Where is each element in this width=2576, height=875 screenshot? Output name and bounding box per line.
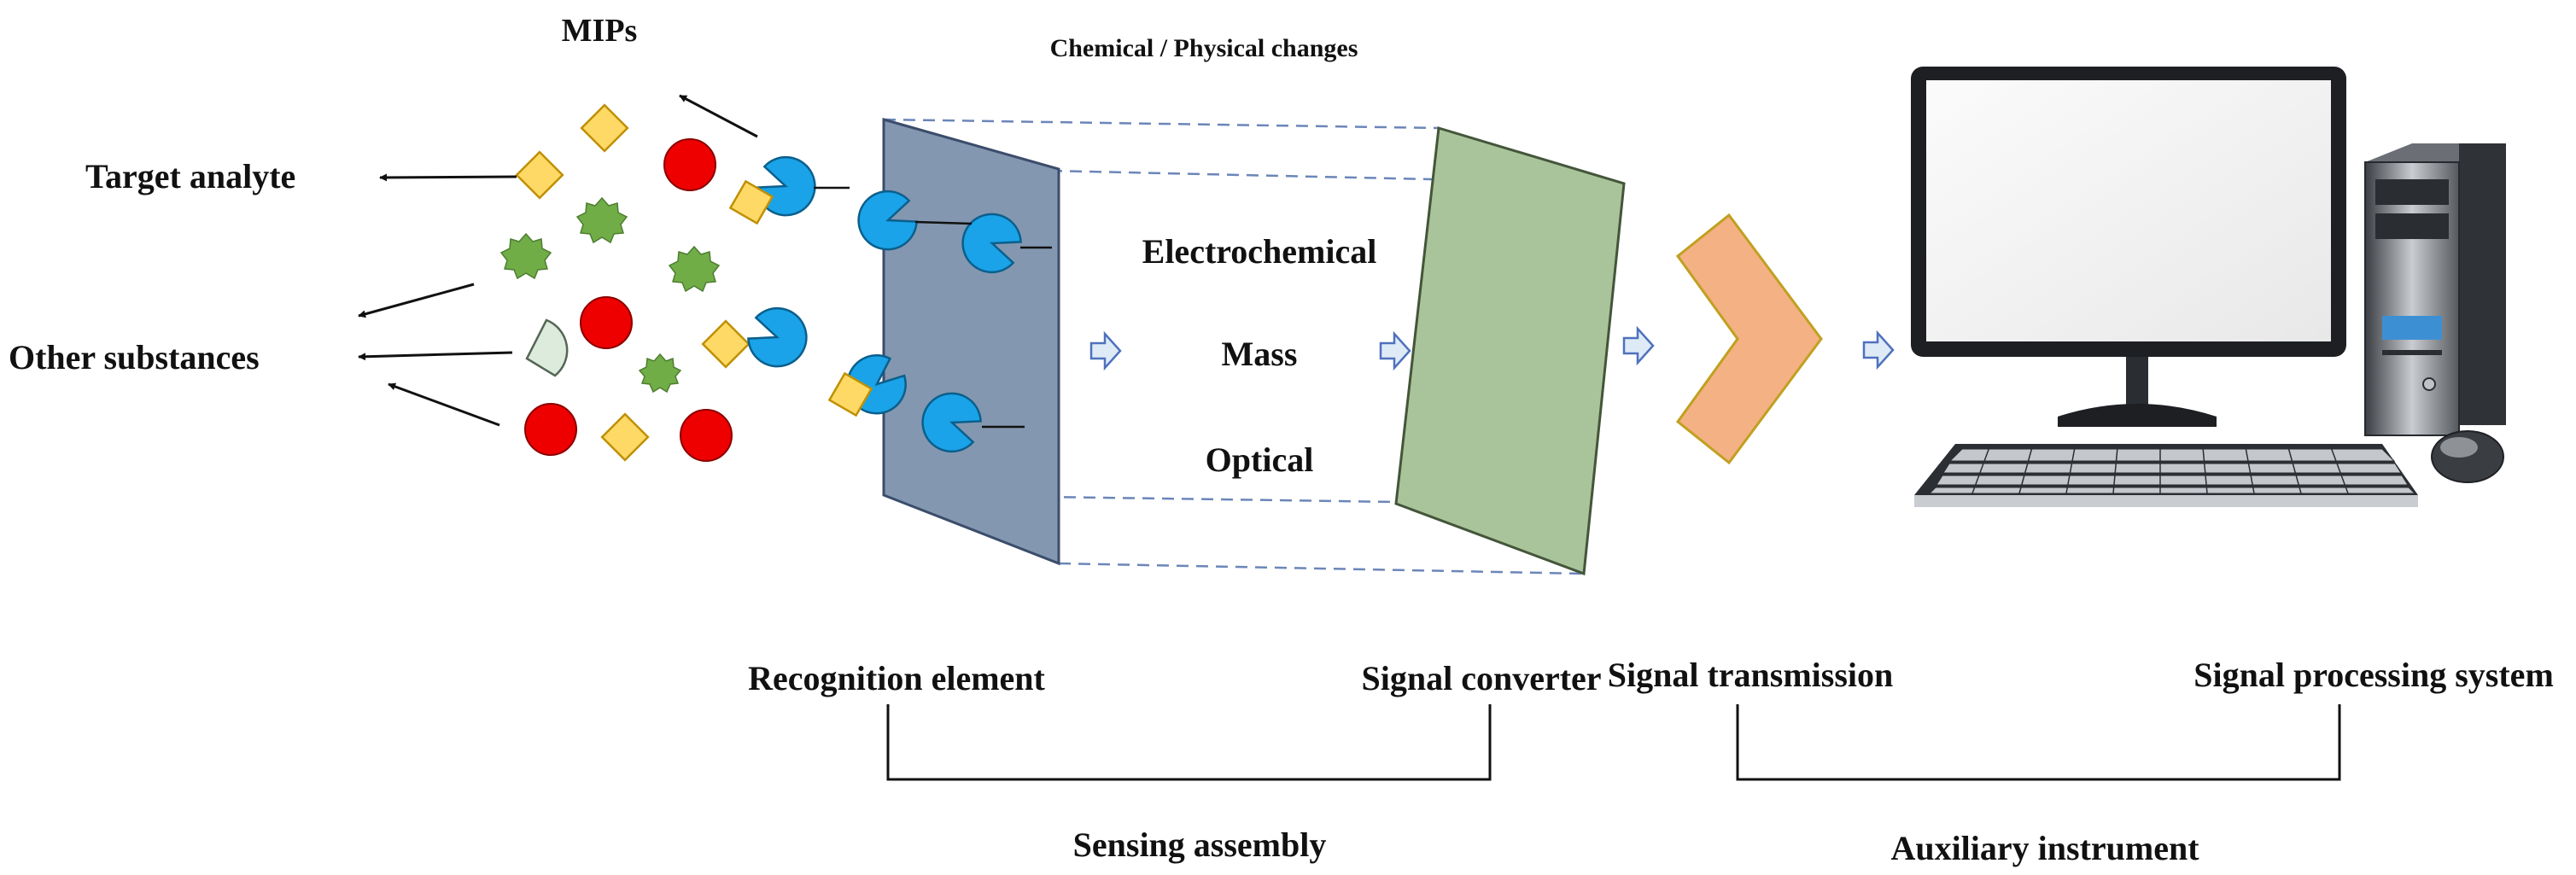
grouping-brackets: [886, 704, 2341, 781]
bound-analyte-diamond: [827, 371, 873, 417]
sensing-assembly-label: Sensing assembly: [1073, 825, 1327, 864]
bound-analytes: [728, 179, 873, 417]
other-substances-arrow-3: [388, 382, 500, 427]
labels: MIPs Target analyte Other substances Che…: [9, 13, 2554, 867]
mip-tethers: [814, 186, 1052, 429]
flow-arrow-icon: [1862, 330, 1895, 370]
signal-processing-system-label: Signal processing system: [2193, 656, 2554, 694]
flow-arrows: [1089, 325, 1895, 371]
flow-arrow-icon: [1622, 325, 1655, 366]
annotation-arrows: [358, 94, 758, 427]
flow-arrow-icon: [1379, 330, 1411, 371]
red-circle: [580, 296, 633, 349]
mass-label: Mass: [1222, 335, 1298, 373]
signal-converter-plate: [1394, 126, 1626, 576]
sensing-assembly-bracket: [886, 704, 1492, 781]
mips-arrow: [679, 94, 758, 138]
mip-receptor: [921, 392, 982, 453]
mip-receptors: [747, 155, 1022, 453]
analyte-diamond: [515, 150, 564, 200]
green-interferents: [499, 196, 721, 394]
target-analyte-arrow: [379, 173, 517, 182]
bound-analyte-diamond: [728, 179, 774, 225]
auxiliary-instrument-bracket: [1736, 704, 2341, 781]
analyte-diamond: [580, 103, 629, 153]
analyte-diamond: [600, 412, 650, 462]
green-star: [575, 196, 628, 244]
pale-interferent: [525, 318, 569, 377]
desktop-computer-icon: [1911, 67, 2506, 507]
green-star: [668, 245, 721, 293]
green-star: [638, 353, 682, 394]
flow-arrow-icon: [1089, 330, 1122, 371]
other-substances-arrow-2: [358, 351, 513, 361]
red-circle: [663, 138, 716, 191]
optical-label: Optical: [1206, 440, 1314, 479]
mip-receptor: [961, 213, 1022, 274]
red-circle: [524, 403, 577, 456]
chemical-physical-changes-label: Chemical / Physical changes: [1050, 34, 1358, 62]
target-analytes: [515, 103, 751, 462]
recognition-element-label: Recognition element: [748, 659, 1045, 697]
mip-receptor: [747, 306, 808, 368]
green-star: [499, 232, 552, 280]
red-circle: [680, 409, 733, 462]
signal-transmission-chevron: [1675, 213, 1823, 465]
recognition-element-plate: [882, 118, 1060, 566]
target-analyte-label: Target analyte: [85, 157, 295, 195]
electrochemical-label: Electrochemical: [1142, 232, 1377, 271]
auxiliary-instrument-label: Auxiliary instrument: [1890, 829, 2199, 867]
signal-converter-label: Signal converter: [1361, 659, 1601, 697]
signal-transmission-label: Signal transmission: [1608, 656, 1894, 694]
analyte-diamond: [701, 319, 751, 369]
other-substances-arrow-1: [358, 283, 475, 318]
mip-receptor: [857, 190, 918, 251]
mips-label: MIPs: [562, 13, 638, 49]
red-interferents: [524, 138, 733, 462]
other-substances-label: Other substances: [9, 338, 260, 376]
